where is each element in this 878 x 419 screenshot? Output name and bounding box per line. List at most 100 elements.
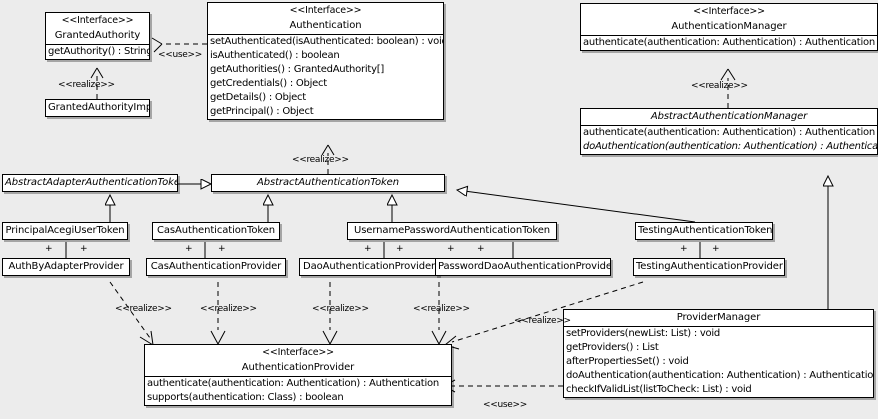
class-dao-authentication-provider[interactable]: DaoAuthenticationProvider — [299, 258, 439, 276]
association-multiplicity-plus: + — [218, 244, 226, 254]
class-header: GrantedAuthorityImpl — [46, 100, 149, 116]
class-granted-authority-impl[interactable]: GrantedAuthorityImpl — [45, 99, 150, 117]
operation: getAuthorities() : GrantedAuthority[] — [210, 63, 385, 75]
class-header: <<Interface>> AuthenticationManager — [581, 4, 877, 35]
operation: checkIfValidList(listToCheck: List) : vo… — [566, 384, 752, 395]
class-name: PrincipalAcegiUserToken — [5, 225, 125, 236]
class-name: Authentication — [289, 19, 362, 31]
operations-compartment: getAuthority() : String — [46, 43, 150, 59]
class-header: AuthByAdapterProvider — [3, 259, 129, 275]
class-header: TestingAuthenticationProvider — [634, 259, 784, 275]
class-name: CasAuthenticationProvider — [150, 261, 282, 272]
class-name: PasswordDaoAuthenticationProvider — [438, 261, 611, 272]
class-name: DaoAuthenticationProvider — [302, 261, 436, 272]
operations-compartment: setAuthenticated(isAuthenticated: boolea… — [208, 33, 444, 119]
class-header: AbstractAdapterAuthenticationToken — [3, 175, 177, 191]
class-header: PasswordDaoAuthenticationProvider — [436, 259, 610, 275]
operation: isAuthenticated() : boolean — [210, 49, 340, 61]
class-header: AbstractAuthenticationManager — [581, 109, 877, 125]
class-name: GrantedAuthorityImpl — [48, 102, 150, 113]
operations-compartment: setProviders(newList: List) : void getPr… — [564, 326, 873, 397]
class-name: ProviderManager — [676, 312, 761, 323]
class-provider-manager[interactable]: ProviderManager setProviders(newList: Li… — [563, 309, 874, 398]
class-name: AbstractAuthenticationToken — [257, 177, 399, 188]
association-multiplicity-plus: + — [447, 244, 455, 254]
class-testing-authentication-provider[interactable]: TestingAuthenticationProvider — [633, 258, 785, 276]
operation: authenticate(authentication: Authenticat… — [583, 36, 875, 48]
class-username-password-authentication-token[interactable]: UsernamePasswordAuthenticationToken — [347, 222, 557, 240]
class-stereotype: <<Interface>> — [289, 5, 362, 16]
class-cas-authentication-token[interactable]: CasAuthenticationToken — [152, 222, 280, 240]
class-header: <<Interface>> AuthenticationProvider — [145, 345, 451, 376]
class-header: ProviderManager — [564, 310, 873, 326]
class-header: AbstractAuthenticationToken — [212, 175, 444, 191]
association-multiplicity-plus: + — [45, 244, 53, 254]
class-authentication-provider[interactable]: <<Interface>> AuthenticationProvider aut… — [144, 344, 452, 406]
edge-label-realize-casprovider: <<realize>> — [200, 304, 257, 314]
class-authentication[interactable]: <<Interface>> Authentication setAuthenti… — [207, 2, 444, 120]
class-authentication-manager[interactable]: <<Interface>> AuthenticationManager auth… — [580, 3, 878, 51]
class-granted-authority[interactable]: <<Interface>> GrantedAuthority getAuthor… — [45, 12, 150, 60]
class-name: AuthenticationManager — [671, 20, 787, 32]
class-abstract-authentication-manager[interactable]: AbstractAuthenticationManager authentica… — [580, 108, 878, 155]
operations-compartment: authenticate(authentication: Authenticat… — [145, 375, 451, 405]
class-testing-authentication-token[interactable]: TestingAuthenticationToken — [635, 222, 773, 240]
class-header: UsernamePasswordAuthenticationToken — [348, 223, 556, 239]
class-header: PrincipalAcegiUserToken — [3, 223, 127, 239]
class-header: CasAuthenticationToken — [153, 223, 279, 239]
class-header: TestingAuthenticationToken — [636, 223, 772, 239]
operation: authenticate(authentication: Authenticat… — [583, 127, 875, 138]
class-stereotype: <<Interface>> — [693, 6, 765, 17]
operation: setAuthenticated(isAuthenticated: boolea… — [210, 35, 444, 47]
association-multiplicity-plus: + — [185, 244, 193, 254]
class-name: AuthByAdapterProvider — [8, 261, 124, 272]
operation: doAuthentication(authentication: Authent… — [583, 141, 878, 152]
association-multiplicity-plus: + — [680, 244, 688, 254]
operations-compartment: authenticate(authentication: Authenticat… — [581, 125, 877, 154]
operations-compartment: authenticate(authentication: Authenticat… — [581, 34, 877, 50]
class-password-dao-authentication-provider[interactable]: PasswordDaoAuthenticationProvider — [435, 258, 611, 276]
association-multiplicity-plus: + — [712, 244, 720, 254]
operation: getProviders() : List — [566, 342, 659, 353]
association-multiplicity-plus: + — [396, 244, 404, 254]
class-abstract-adapter-authentication-token[interactable]: AbstractAdapterAuthenticationToken — [2, 174, 178, 192]
edge-label-realize-abstractmanager: <<realize>> — [691, 81, 748, 91]
edge-providermanager-uses-authenticationprovider — [443, 379, 563, 393]
class-name: AuthenticationProvider — [241, 361, 355, 373]
class-cas-authentication-provider[interactable]: CasAuthenticationProvider — [146, 258, 286, 276]
class-name: GrantedAuthority — [54, 29, 141, 41]
edge-label-realize-testingprovider: <<realize>> — [514, 316, 571, 326]
class-header: CasAuthenticationProvider — [147, 259, 285, 275]
operation: getDetails() : Object — [210, 91, 306, 103]
class-abstract-authentication-token[interactable]: AbstractAuthenticationToken — [211, 174, 445, 192]
operation: getCredentials() : Object — [210, 77, 327, 89]
association-multiplicity-plus: + — [477, 244, 485, 254]
class-stereotype: <<Interface>> — [61, 15, 134, 26]
edge-label-use-authentication-grantedauthority: <<use>> — [158, 50, 202, 60]
operation: getPrincipal() : Object — [210, 105, 314, 117]
class-name: TestingAuthenticationProvider — [636, 261, 783, 272]
edge-label-realize-passworddaoprovider: <<realize>> — [413, 304, 470, 314]
class-name: CasAuthenticationToken — [157, 225, 275, 236]
association-multiplicity-plus: + — [80, 244, 88, 254]
operation: supports(authentication: Class) : boolea… — [147, 391, 344, 403]
edge-label-use-providermanager: <<use>> — [483, 400, 527, 410]
class-header: <<Interface>> GrantedAuthority — [46, 13, 149, 44]
class-name: TestingAuthenticationToken — [638, 225, 773, 236]
class-name: UsernamePasswordAuthenticationToken — [353, 225, 551, 236]
operation: getAuthority() : String — [48, 45, 150, 57]
class-stereotype: <<Interface>> — [262, 347, 334, 358]
edge-label-realize-grantedauthorityimpl: <<realize>> — [58, 80, 115, 90]
class-header: DaoAuthenticationProvider — [300, 259, 438, 275]
edge-label-realize-abstracttoken: <<realize>> — [292, 155, 349, 165]
edge-label-realize-daoprovider: <<realize>> — [312, 304, 369, 314]
operation: authenticate(authentication: Authenticat… — [147, 377, 439, 389]
edge-label-realize-authbyadapterprovider: <<realize>> — [115, 304, 172, 314]
class-principal-acegi-user-token[interactable]: PrincipalAcegiUserToken — [2, 222, 128, 240]
association-multiplicity-plus: + — [364, 244, 372, 254]
operation: afterPropertiesSet() : void — [566, 356, 689, 367]
class-auth-by-adapter-provider[interactable]: AuthByAdapterProvider — [2, 258, 130, 276]
class-name: AbstractAuthenticationManager — [650, 111, 808, 122]
operation: setProviders(newList: List) : void — [566, 328, 721, 339]
